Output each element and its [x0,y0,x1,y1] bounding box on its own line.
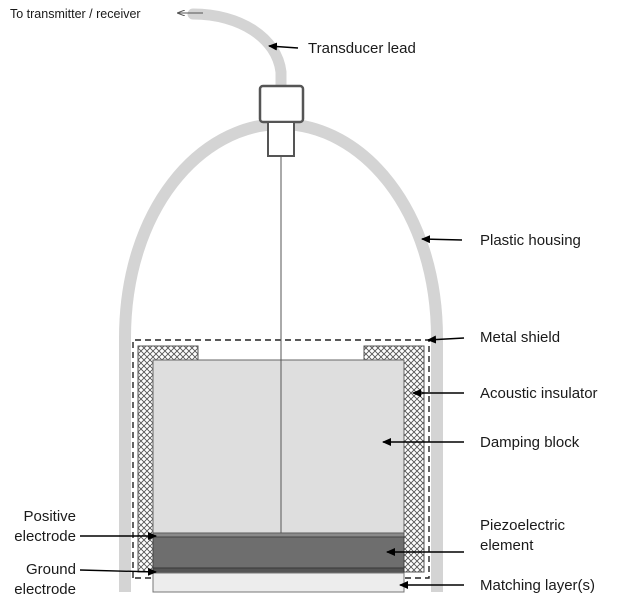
transducer-lead-arrow [268,42,299,51]
matching-layer [152,572,405,593]
transducer-lead-cable [187,8,287,98]
ground-electrode-label-line1: Ground [26,561,76,578]
ground-electrode-label-line2: electrode [14,581,76,598]
connector-socket [267,121,295,157]
matching-layer-label: Matching layer(s) [480,577,595,594]
piezo-label-line1: Piezoelectric [480,517,566,534]
plastic-housing-label: Plastic housing [480,232,581,249]
transducer-lead-label: Transducer lead [308,40,416,57]
damping-block-label: Damping block [480,434,580,451]
to-transmitter-label: To transmitter / receiver [10,7,141,21]
positive-electrode [152,532,405,538]
ground-electrode [152,567,405,574]
piezoelectric-element [152,536,405,569]
positive-electrode-label-line1: Positive [23,508,76,525]
acoustic-insulator-label: Acoustic insulator [480,385,598,402]
cable-connector [258,84,305,124]
damping-block [152,359,405,534]
metal-shield-label: Metal shield [480,329,560,346]
metal-shield-arrow [427,335,465,344]
plastic-housing-arrow [421,235,463,244]
piezo-label-line2: element [480,537,534,554]
ground-electrode-arrow [79,567,157,576]
positive-electrode-label-line2: electrode [14,528,76,545]
